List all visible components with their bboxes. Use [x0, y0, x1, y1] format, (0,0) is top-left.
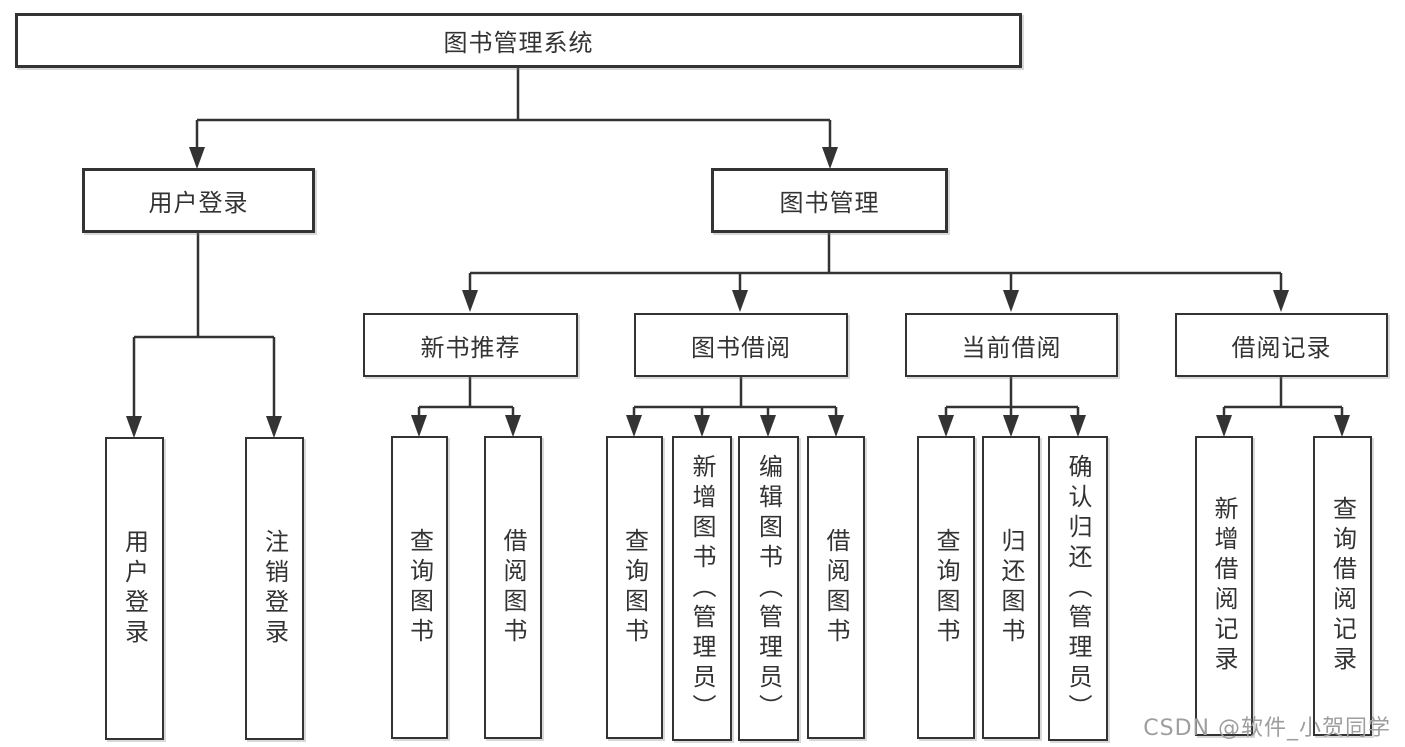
node-login-logout: 注销登录 [245, 437, 304, 740]
node-label: 用户登录 [120, 528, 149, 649]
node-borrowing-query-books: 查询图书 [606, 436, 663, 739]
node-label: 归还图书 [997, 527, 1025, 648]
node-book-borrowing: 图书借阅 [634, 313, 848, 377]
node-label: 查询图书 [620, 527, 649, 648]
node-recommend-query-books: 查询图书 [391, 436, 448, 739]
node-library-management-system: 图书管理系统 [15, 13, 1022, 68]
node-book-management: 图书管理 [711, 168, 948, 233]
node-label: 确认归还（管理员） [1064, 453, 1092, 724]
node-label: 借阅图书 [822, 527, 850, 648]
node-label: 查询图书 [405, 527, 434, 648]
node-label: 查询图书 [932, 527, 960, 648]
node-label: 查询借阅记录 [1328, 496, 1357, 676]
node-current-borrowing: 当前借阅 [905, 313, 1118, 377]
node-current-query-books: 查询图书 [917, 436, 975, 739]
node-label: 新增图书（管理员） [688, 453, 716, 724]
node-records-add-record: 新增借阅记录 [1195, 436, 1253, 736]
node-records-query-record: 查询借阅记录 [1313, 436, 1372, 736]
node-label: 新增借阅记录 [1210, 496, 1238, 676]
node-label: 编辑图书（管理员） [754, 453, 783, 724]
node-current-return-books: 归还图书 [982, 436, 1040, 739]
node-recommend-borrow-books: 借阅图书 [484, 436, 542, 739]
node-login-user-login: 用户登录 [105, 437, 164, 740]
node-user-login: 用户登录 [82, 168, 315, 233]
node-borrowing-records: 借阅记录 [1175, 313, 1388, 377]
node-borrowing-add-books-admin: 新增图书（管理员） [672, 436, 732, 741]
node-label: 注销登录 [260, 528, 289, 649]
csdn-watermark: CSDN @软件_小贺同学 [1143, 716, 1391, 741]
node-current-confirm-return-admin: 确认归还（管理员） [1048, 436, 1108, 741]
node-borrowing-borrow-books: 借阅图书 [807, 436, 865, 739]
node-label: 借阅图书 [499, 527, 527, 648]
node-new-book-recommend: 新书推荐 [363, 313, 578, 377]
node-borrowing-edit-books-admin: 编辑图书（管理员） [738, 436, 799, 741]
